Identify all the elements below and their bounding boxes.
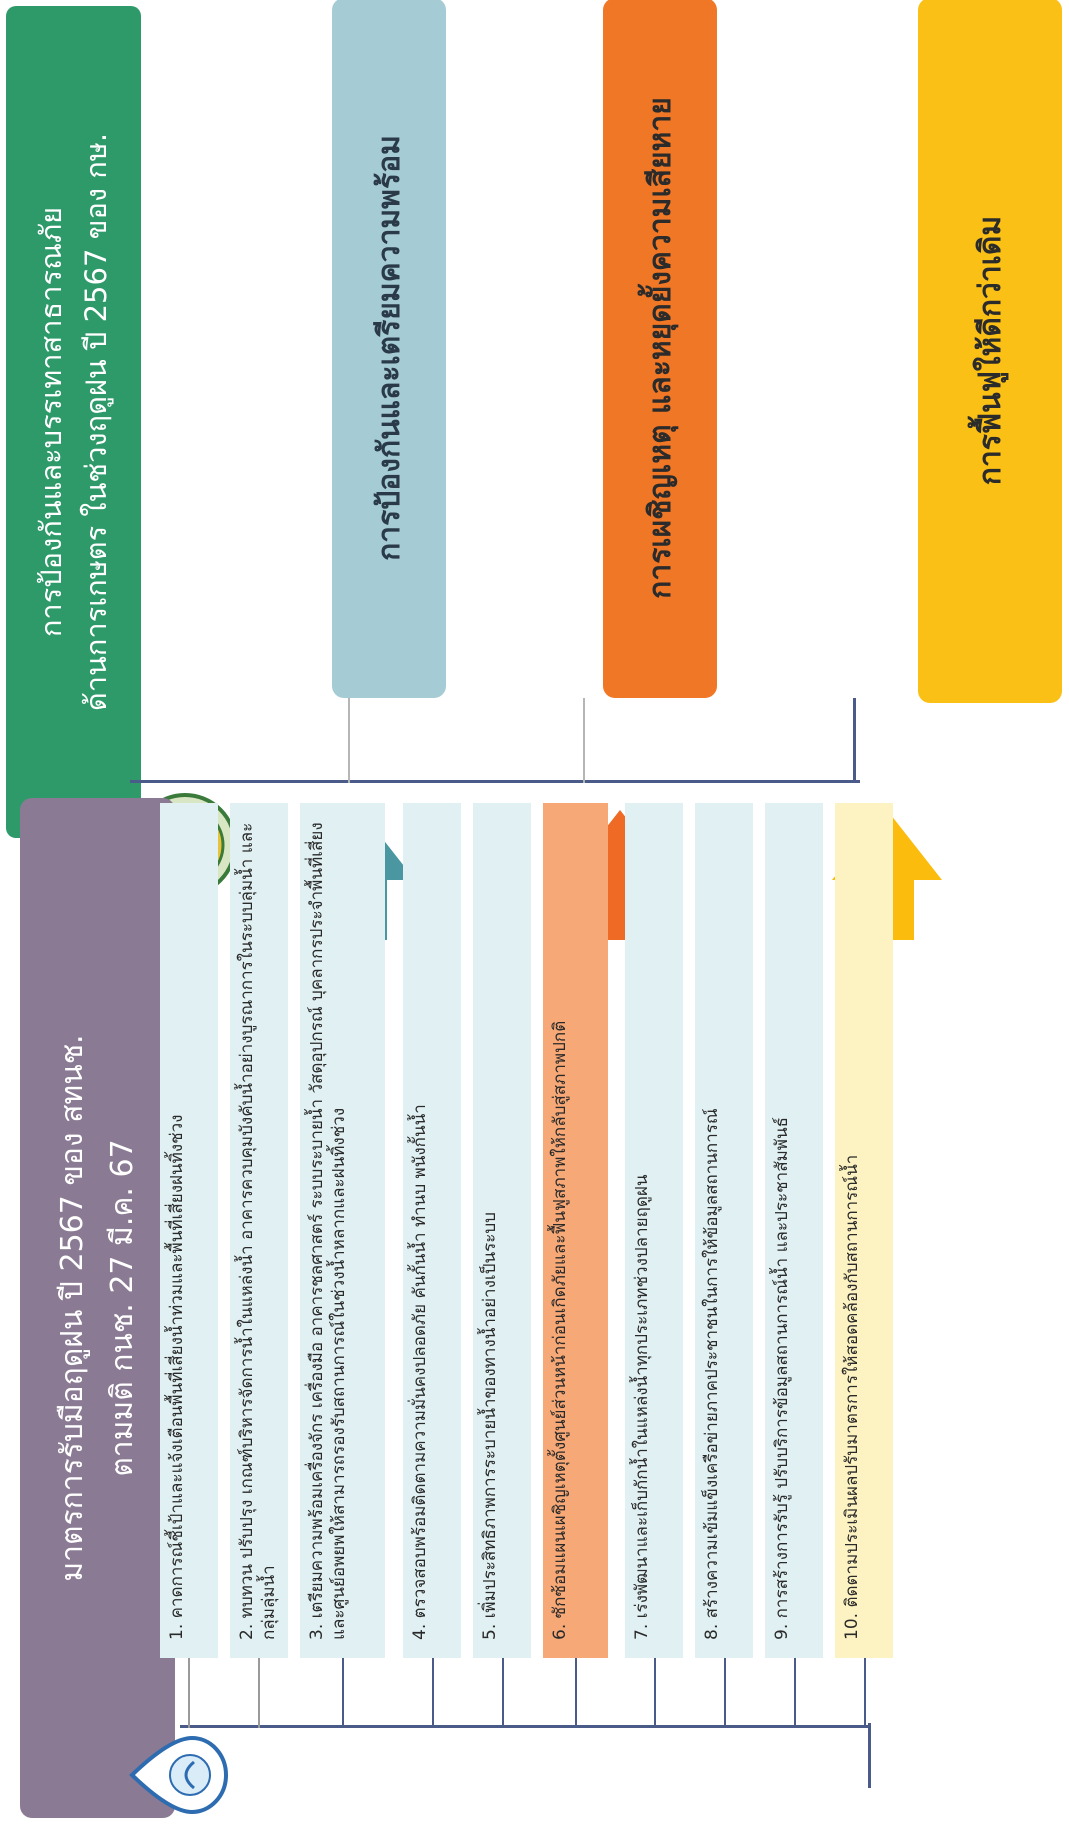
- measure-item-3: 3. เตรียมความพร้อมเครื่องจักร เครื่องมือ…: [300, 803, 385, 1658]
- category-response-label: การเผชิญเหตุ และหยุดยั้งความเสียหาย: [642, 97, 678, 599]
- connector-tick-2: [258, 1658, 260, 1728]
- connector-tick-7: [654, 1658, 656, 1728]
- onwr-title-card: มาตรการรับมือฤดูฝน ปี 2567 ของ สทนช. ตาม…: [20, 798, 175, 1818]
- measure-item-7: 7. เร่งพัฒนาและเก็บกักน้ำในแหล่งน้ำทุกปร…: [625, 803, 683, 1658]
- measure-text-1: 1. คาดการณ์ชี้เป้าและแจ้งเตือนพื้นที่เสี…: [167, 1114, 187, 1640]
- measure-item-2: 2. ทบทวน ปรับปรุง เกณฑ์บริหารจัดการน้ำใน…: [230, 803, 288, 1658]
- connector-category-prevention: [348, 698, 350, 783]
- onwr-title-line2: ตามมติ กนช. 27 มี.ค. 67: [104, 1139, 140, 1477]
- category-response: การเผชิญเหตุ และหยุดยั้งความเสียหาย: [603, 0, 717, 698]
- connector-tick-4: [432, 1658, 434, 1728]
- measure-item-6: 6. ซักซ้อมแผนเผชิญเหตุตั้งศูนย์ส่วนหน้าก…: [543, 803, 608, 1658]
- connector-tick-10: [864, 1658, 866, 1728]
- ks-title-line1: การป้องกันและบรรเทาสาธารณภัย: [33, 206, 68, 638]
- connector-measures-base: [868, 1723, 871, 1788]
- connector-category-recovery: [853, 698, 856, 783]
- measure-item-8: 8. สร้างความเข้มแข็งเครือข่ายภาคประชาชนใ…: [695, 803, 753, 1658]
- connector-tick-3: [342, 1658, 344, 1728]
- measure-item-10: 10. ติดตามประเมินผลปรับมาตรการให้สอดคล้อ…: [835, 803, 893, 1658]
- category-prevention: การป้องกันและเตรียมความพร้อม: [332, 0, 446, 698]
- onwr-title-line1: มาตรการรับมือฤดูฝน ปี 2567 ของ สทนช.: [54, 1034, 90, 1582]
- connector-tick-8: [724, 1658, 726, 1728]
- arrow-orange-icon: [565, 810, 675, 940]
- connector-tick-6: [575, 1658, 577, 1728]
- connector-vertical-main: [130, 780, 860, 783]
- onwr-logo-icon: [129, 1735, 228, 1815]
- measure-item-4: 4. ตรวจสอบพร้อมติดตามความมั่นคงปลอดภัย ค…: [403, 803, 461, 1658]
- category-prevention-label: การป้องกันและเตรียมความพร้อม: [371, 135, 407, 561]
- measure-text-6: 6. ซักซ้อมแผนเผชิญเหตุตั้งศูนย์ส่วนหน้าก…: [550, 1020, 570, 1640]
- measure-text-7: 7. เร่งพัฒนาและเก็บกักน้ำในแหล่งน้ำทุกปร…: [632, 1174, 652, 1640]
- measure-item-9: 9. การสร้างการรับรู้ ปรับบริการข้อมูลสถา…: [765, 803, 823, 1658]
- measure-text-8: 8. สร้างความเข้มแข็งเครือข่ายภาคประชาชนใ…: [702, 1108, 722, 1640]
- measure-text-2: 2. ทบทวน ปรับปรุง เกณฑ์บริหารจัดการน้ำใน…: [237, 822, 279, 1640]
- measure-text-4: 4. ตรวจสอบพร้อมติดตามความมั่นคงปลอดภัย ค…: [410, 1104, 430, 1640]
- measure-text-9: 9. การสร้างการรับรู้ ปรับบริการข้อมูลสถา…: [772, 1116, 792, 1640]
- ks-title-card: การป้องกันและบรรเทาสาธารณภัย ด้านการเกษต…: [6, 6, 141, 838]
- connector-tick-1: [188, 1658, 190, 1728]
- measure-text-5: 5. เพิ่มประสิทธิภาพการระบายน้ำของทางน้ำอ…: [480, 1212, 500, 1640]
- connector-measures-rail: [180, 1725, 870, 1728]
- connector-tick-9: [794, 1658, 796, 1728]
- category-recovery: การฟื้นฟูให้ดีกว่าเดิม: [918, 0, 1062, 703]
- connector-category-response: [583, 698, 585, 783]
- connector-tick-5: [502, 1658, 504, 1728]
- measure-item-1: 1. คาดการณ์ชี้เป้าและแจ้งเตือนพื้นที่เสี…: [160, 803, 218, 1658]
- ks-title-line2: ด้านการเกษตร ในช่วงฤดูฝน ปี 2567 ของ กษ.: [78, 132, 113, 712]
- measure-item-5: 5. เพิ่มประสิทธิภาพการระบายน้ำของทางน้ำอ…: [473, 803, 531, 1658]
- category-recovery-label: การฟื้นฟูให้ดีกว่าเดิม: [972, 215, 1008, 486]
- measure-text-3: 3. เตรียมความพร้อมเครื่องจักร เครื่องมือ…: [307, 822, 349, 1640]
- measure-text-10: 10. ติดตามประเมินผลปรับมาตรการให้สอดคล้อ…: [842, 1154, 862, 1640]
